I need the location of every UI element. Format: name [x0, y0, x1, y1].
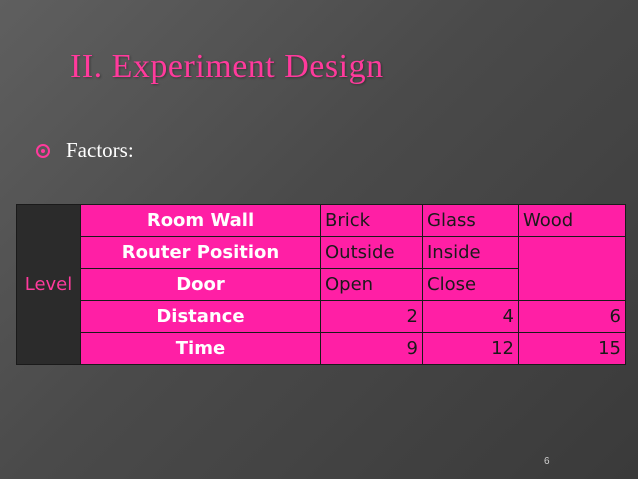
- factor-name-time: Time: [80, 332, 321, 365]
- factor-name-router-position: Router Position: [80, 236, 321, 269]
- value-cell: Close: [422, 268, 519, 301]
- value-cell: 6: [518, 300, 626, 333]
- slide-title: II. Experiment Design: [70, 48, 384, 85]
- table-row: Door Open Close: [17, 268, 626, 301]
- empty-cell: [518, 236, 626, 301]
- value-cell: Brick: [320, 204, 423, 237]
- table-row: Time 9 12 15: [17, 332, 626, 365]
- table-row: Level Room Wall Brick Glass Wood: [16, 204, 626, 365]
- factor-name-door: Door: [80, 268, 321, 301]
- value-cell: Wood: [518, 204, 626, 237]
- value-cell: 15: [518, 332, 626, 365]
- value-cell: 2: [320, 300, 423, 333]
- value-cell: 9: [320, 332, 423, 365]
- bullet-text: Factors:: [66, 138, 134, 162]
- bullet-item-factors: Factors:: [36, 138, 134, 163]
- factor-table: Level Room Wall Brick Glass Wood Router …: [16, 204, 626, 365]
- value-cell: 4: [422, 300, 519, 333]
- value-cell: 12: [422, 332, 519, 365]
- factor-name-distance: Distance: [80, 300, 321, 333]
- page-number: 6: [544, 456, 550, 467]
- table-row: Distance 2 4 6: [17, 300, 626, 333]
- value-cell: Inside: [422, 236, 519, 269]
- factor-name-room-wall: Room Wall: [80, 204, 321, 237]
- circle-bullet-icon: [36, 143, 50, 158]
- value-cell: Glass: [422, 204, 519, 237]
- table-row: Router Position Outside Inside: [17, 236, 626, 301]
- value-cell: Open: [320, 268, 423, 301]
- value-cell: Outside: [320, 236, 423, 269]
- level-label: Level: [16, 204, 81, 365]
